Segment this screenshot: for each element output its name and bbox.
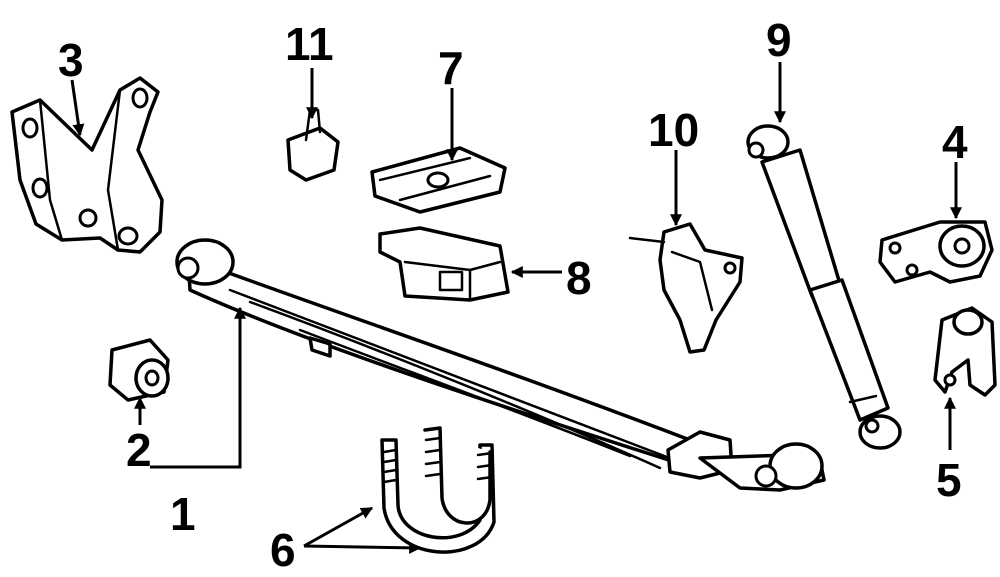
leader-1 <box>150 306 246 469</box>
part-3-spring-hanger-bracket <box>10 76 164 254</box>
callout-4: 4 <box>942 116 968 168</box>
callout-2: 2 <box>126 424 152 476</box>
leader-6b <box>303 541 422 554</box>
part-9-shock-absorber <box>746 124 902 450</box>
part-6-u-bolts <box>380 426 496 554</box>
part-1-leaf-spring <box>175 238 826 492</box>
part-2-bushing <box>108 338 170 402</box>
part-11-bump-stop <box>286 108 340 182</box>
callout-8: 8 <box>566 252 592 304</box>
part-4-shackle-hanger <box>878 220 994 284</box>
callout-5: 5 <box>936 454 962 506</box>
part-10-shock-bracket <box>628 222 744 354</box>
callout-11: 11 <box>285 18 334 70</box>
part-5-shackle <box>933 306 997 397</box>
leader-6a <box>303 506 374 548</box>
callout-10: 10 <box>648 104 699 156</box>
callout-9: 9 <box>766 14 792 66</box>
part-8-spacer-block <box>378 226 510 302</box>
leader-3 <box>70 79 85 137</box>
callout-7: 7 <box>438 42 464 94</box>
callout-3: 3 <box>58 34 84 86</box>
callout-6: 6 <box>270 524 296 576</box>
callout-1: 1 <box>170 488 196 540</box>
leader-lines <box>70 62 962 554</box>
part-7-spring-plate <box>370 146 507 214</box>
callout-labels: 3 11 7 10 9 4 8 2 5 1 6 <box>58 14 968 576</box>
